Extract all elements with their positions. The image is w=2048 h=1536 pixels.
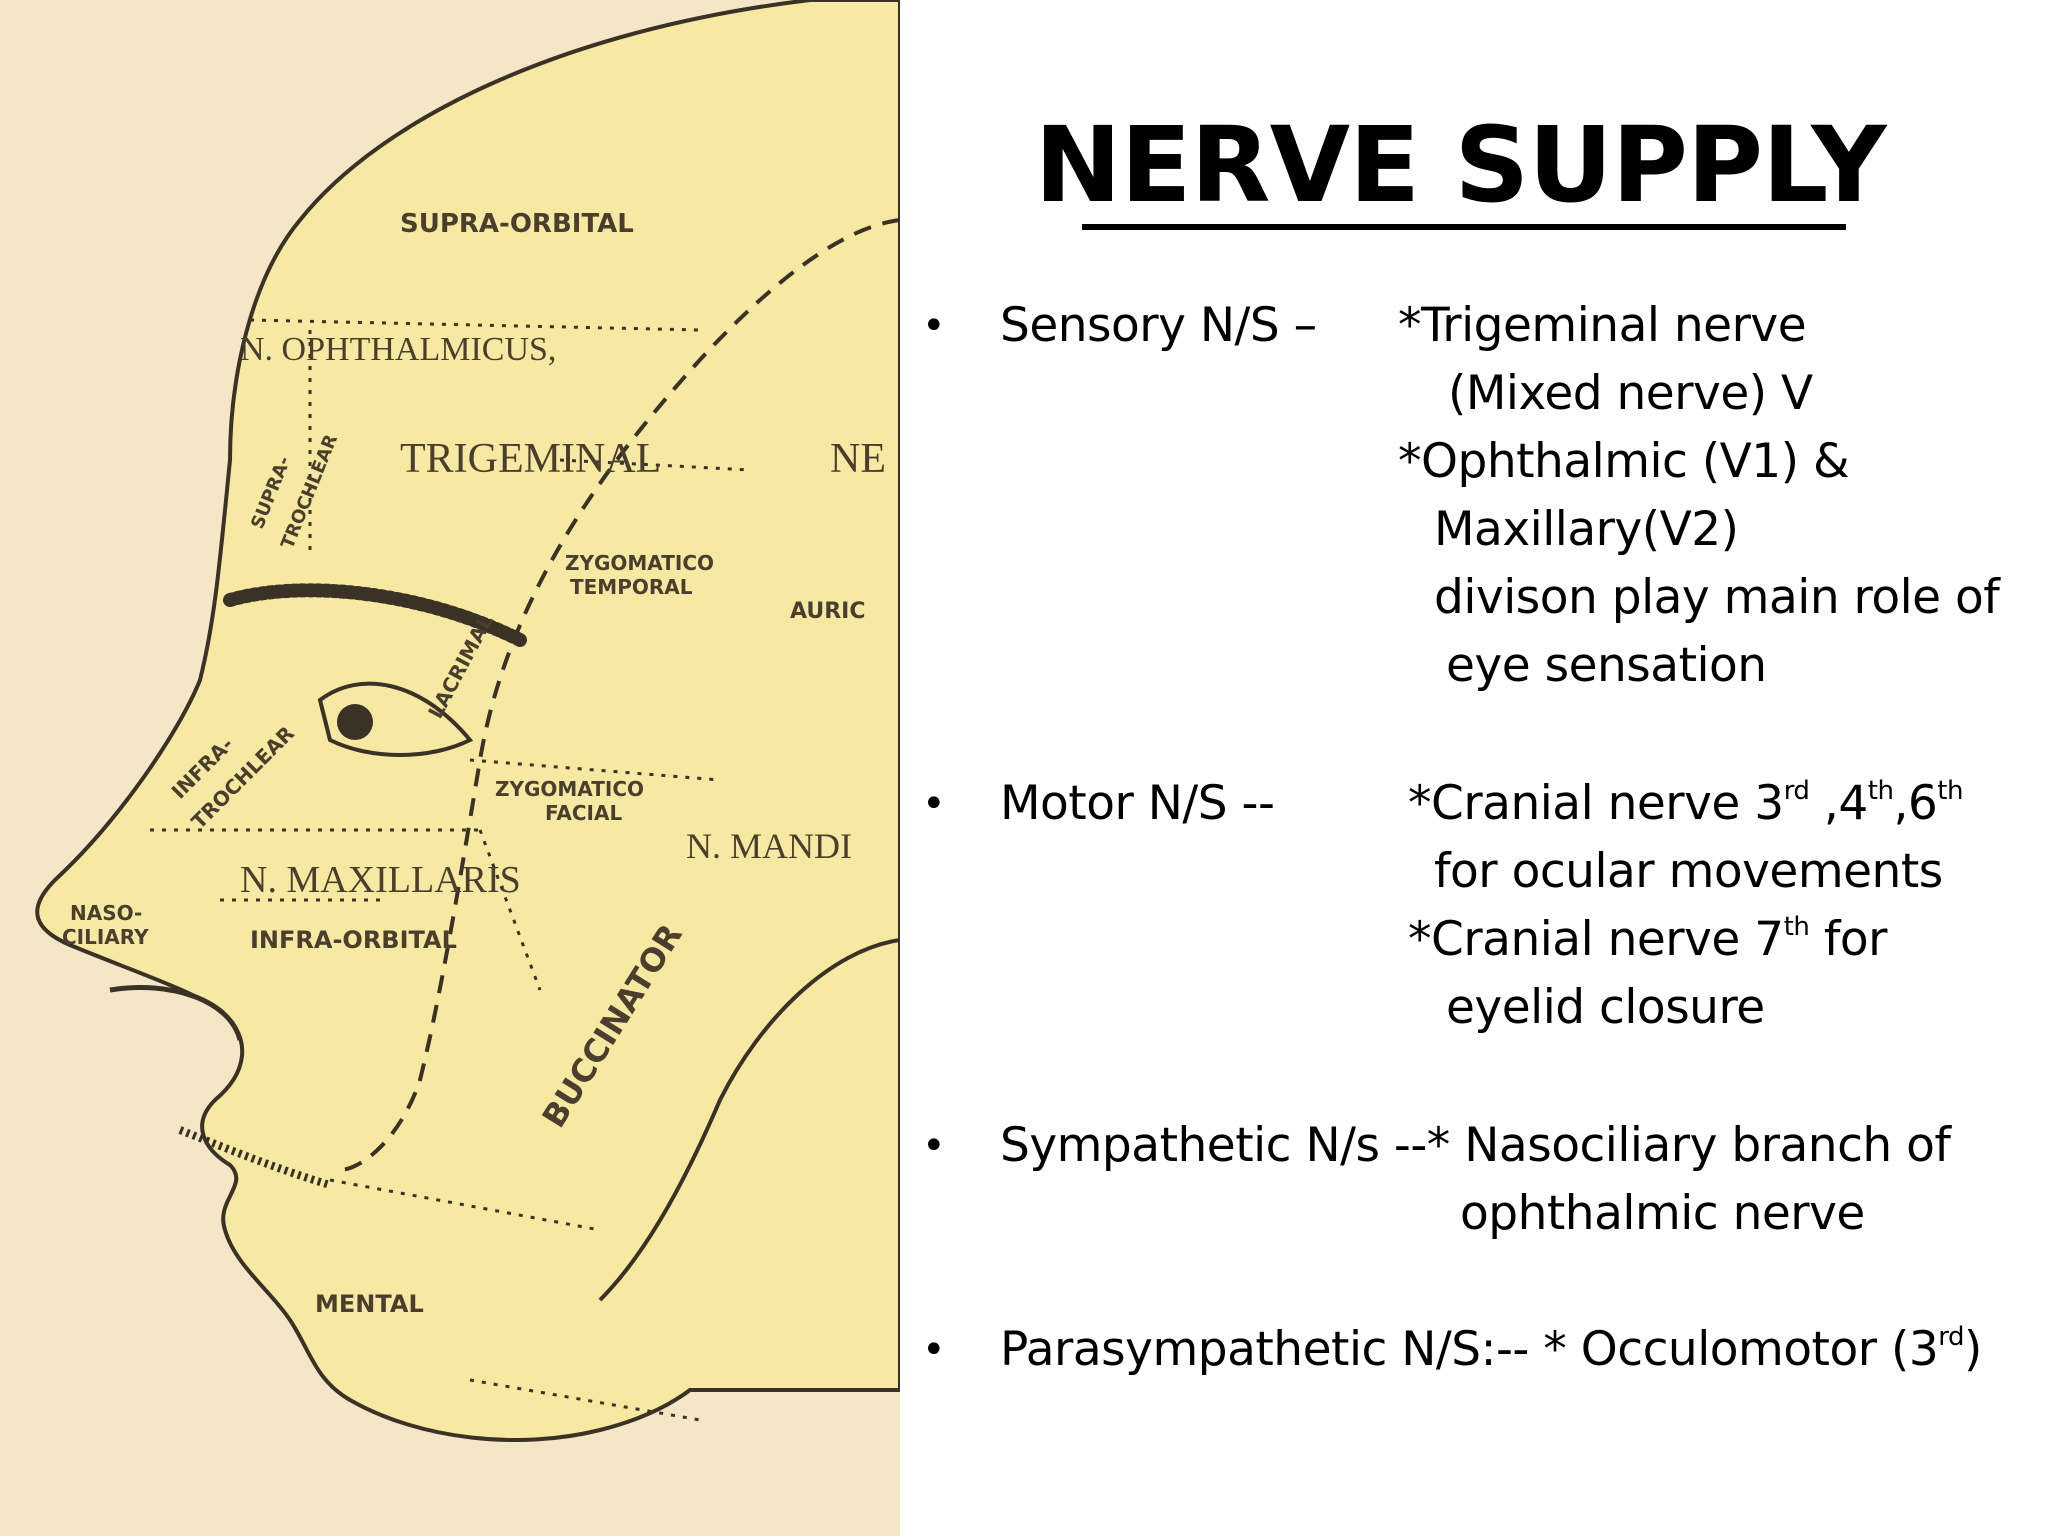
bullet-sensory: • xyxy=(922,303,946,349)
bullet-parasympathetic: • xyxy=(922,1327,946,1373)
title-underline xyxy=(1082,224,1846,230)
sensory-line-5: divison play main role of xyxy=(1434,570,2000,625)
motor-line-3-suffix: for xyxy=(1809,912,1888,967)
trigeminal-nerve-illustration: SUPRA-ORBITAL N. OPHTHALMICUS, TRIGEMINA… xyxy=(0,0,900,1536)
label-n-ophthalmicus: N. OPHTHALMICUS, xyxy=(240,331,556,368)
motor-sup-th-1: th xyxy=(1867,776,1894,806)
motor-line-1-text: *Cranial nerve 3 xyxy=(1408,776,1784,831)
face-silhouette xyxy=(35,0,900,1442)
motor-sup-th-2: th xyxy=(1937,776,1963,806)
label-n-mandi: N. MANDI xyxy=(686,826,852,866)
bullet-sympathetic: • xyxy=(922,1123,946,1169)
motor-sup-th-3: th xyxy=(1783,912,1810,942)
eyebrow xyxy=(223,583,527,647)
parasympathetic-sup-rd: rd xyxy=(1938,1322,1964,1352)
nostril xyxy=(109,984,243,1041)
sensory-line-2: (Mixed nerve) V xyxy=(1448,366,1813,421)
label-zygomatico-temporal-2: TEMPORAL xyxy=(570,575,693,599)
eye-pupil xyxy=(337,704,373,740)
motor-line-4: eyelid closure xyxy=(1446,980,1765,1035)
sensory-line-4: Maxillary(V2) xyxy=(1434,502,1739,557)
label-mental: MENTAL xyxy=(315,1290,424,1318)
slide-title: NERVE SUPPLY xyxy=(1034,104,1886,226)
boundary-ophthalmic xyxy=(249,318,751,550)
motor-line-1-mid-1: ,4 xyxy=(1809,776,1868,831)
boundary-mental xyxy=(329,1178,701,1422)
motor-sup-rd: rd xyxy=(1783,776,1810,806)
label-zygomatico-facial-2: FACIAL xyxy=(545,801,622,825)
label-naso-ciliary-2: CILIARY xyxy=(62,925,149,949)
parasympathetic-line: Parasympathetic N/S:-- * Occulomotor (3r… xyxy=(1000,1322,1982,1378)
parasympathetic-suffix: ) xyxy=(1964,1322,1982,1377)
sensory-line-6: eye sensation xyxy=(1446,638,1767,693)
motor-line-1-mid-2: ,6 xyxy=(1893,776,1938,831)
label-auric: AURIC xyxy=(790,599,866,624)
label-naso-ciliary-1: NASO- xyxy=(70,901,142,925)
label-supra-orbital: SUPRA-ORBITAL xyxy=(400,209,634,239)
motor-line-1: *Cranial nerve 3rd ,4th,6th xyxy=(1408,776,1963,832)
parasympathetic-text: Parasympathetic N/S:-- * Occulomotor (3 xyxy=(1000,1322,1939,1377)
sensory-label: Sensory N/S – xyxy=(1000,298,1317,353)
sensory-line-3: *Ophthalmic (V1) & xyxy=(1398,434,1850,489)
label-zygomatico-facial-1: ZYGOMATICO xyxy=(495,777,644,801)
sympathetic-line-1: Sympathetic N/s --* Nasociliary branch o… xyxy=(1000,1118,1951,1173)
label-infra-orbital: INFRA-ORBITAL xyxy=(250,926,457,954)
lips xyxy=(178,1126,332,1189)
motor-line-2: for ocular movements xyxy=(1434,844,1943,899)
motor-line-3: *Cranial nerve 7th for xyxy=(1408,912,1887,968)
label-n-maxillaris: N. MAXILLARIS xyxy=(240,859,521,901)
motor-label: Motor N/S -- xyxy=(1000,776,1275,831)
label-trigeminal: TRIGEMINAL xyxy=(400,436,661,482)
cheek-region xyxy=(339,218,900,1172)
motor-line-3-text: *Cranial nerve 7 xyxy=(1408,912,1784,967)
label-trigeminal-cut: NE xyxy=(830,436,886,482)
jaw-line xyxy=(598,938,900,1302)
bullet-motor: • xyxy=(922,781,946,827)
sensory-line-1: *Trigeminal nerve xyxy=(1398,298,1807,353)
sympathetic-line-2: ophthalmic nerve xyxy=(1460,1186,1865,1241)
label-zygomatico-temporal-1: ZYGOMATICO xyxy=(565,551,714,575)
